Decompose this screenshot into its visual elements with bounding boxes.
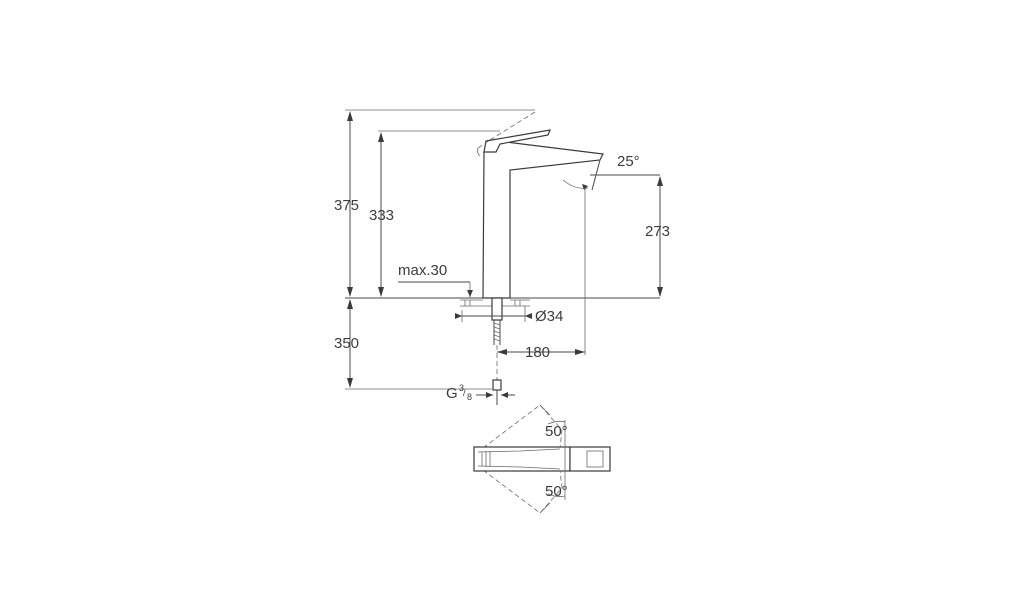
dim-333-arrow-top xyxy=(378,132,384,142)
swivel-outline-top xyxy=(482,404,563,449)
dim-273-label: 273 xyxy=(645,223,670,240)
swivel-angle-top: 50° xyxy=(545,423,568,440)
max-deck-label: max.30 xyxy=(398,262,447,279)
dim-375-arrow-bottom xyxy=(347,287,353,297)
reach-label: 180 xyxy=(525,344,550,361)
dim-333-arrow-bottom xyxy=(378,287,384,297)
hole-dim-arrow-left xyxy=(455,313,462,319)
thread-numerator: 3 xyxy=(459,383,464,393)
spout-angle-label: 25° xyxy=(617,153,640,170)
swivel-arc-bottom xyxy=(547,493,566,498)
lever-open-position xyxy=(477,111,536,149)
lever-arc xyxy=(476,147,481,157)
max-deck-arrow xyxy=(467,290,473,297)
dim-375-arrow-top xyxy=(347,111,353,121)
angle-arrow xyxy=(582,184,588,190)
spout-top-inner xyxy=(477,448,561,470)
dim-333-label: 333 xyxy=(369,207,394,224)
mounting-shank xyxy=(460,297,530,405)
dim-350-arrow-top xyxy=(347,299,353,309)
dim-273-arrow-top xyxy=(657,176,663,186)
top-view: 50° 50° xyxy=(473,404,611,514)
dim-350-arrow-bottom xyxy=(347,378,353,388)
hole-dim-arrow-right xyxy=(525,313,532,319)
dim-375-label: 375 xyxy=(334,197,359,214)
handle-top-inner xyxy=(586,450,604,468)
reach-arrow-left xyxy=(497,349,507,355)
spout-angle-lines xyxy=(590,159,660,191)
handle-lever xyxy=(483,129,551,153)
dim-273-arrow-bottom xyxy=(657,287,663,297)
swivel-angle-bottom: 50° xyxy=(545,483,568,500)
spout-angle-arc xyxy=(562,179,589,189)
side-view: 25° 375 333 273 max.30 xyxy=(334,109,670,405)
swivel-outline-bottom xyxy=(482,469,563,514)
thread-denominator: 8 xyxy=(467,392,472,402)
hole-diameter-label: Ø34 xyxy=(535,308,563,325)
dim-350-label: 350 xyxy=(334,335,359,352)
swivel-arc-top xyxy=(547,420,566,425)
reach-arrow-right xyxy=(575,349,585,355)
thread-prefix: G xyxy=(446,385,458,402)
thread-slash: / xyxy=(463,388,466,398)
